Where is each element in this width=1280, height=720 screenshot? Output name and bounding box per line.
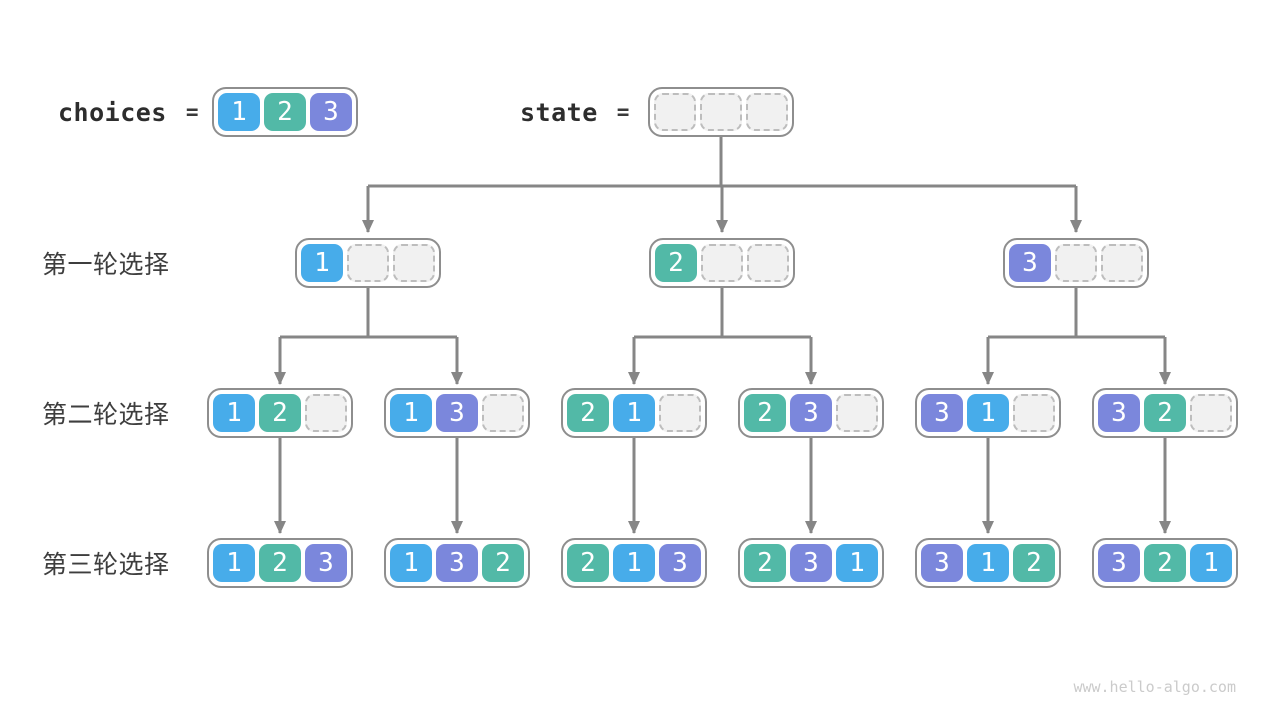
state-node-round1-1: 1 [295,238,441,288]
state-node-round1-3: 3 [1003,238,1149,288]
state-array [648,87,794,137]
choice-cell-1: 1 [967,544,1009,582]
empty-cell [747,244,789,282]
empty-cell [1055,244,1097,282]
choices-label: choices [58,97,167,127]
empty-cell [836,394,878,432]
choice-cell-1: 1 [301,244,343,282]
choice-cell-2: 2 [259,394,301,432]
empty-cell [305,394,347,432]
choice-cell-2: 2 [482,544,524,582]
choice-cell-3: 3 [790,544,832,582]
empty-cell [1190,394,1232,432]
choice-cell-1: 1 [1190,544,1232,582]
choice-cell-3: 3 [436,394,478,432]
choice-cell-3: 3 [436,544,478,582]
choice-cell-1: 1 [213,544,255,582]
empty-cell [654,93,696,131]
empty-cell [659,394,701,432]
choice-cell-2: 2 [1013,544,1055,582]
choice-cell-1: 1 [218,93,260,131]
choices-equals-sign: = [185,100,199,124]
state-node-round1-2: 2 [649,238,795,288]
choice-cell-1: 1 [967,394,1009,432]
choice-cell-3: 3 [1098,544,1140,582]
empty-cell [746,93,788,131]
row-label-round-1: 第一轮选择 [42,251,170,279]
empty-cell [482,394,524,432]
choice-cell-2: 2 [1144,544,1186,582]
choice-cell-2: 2 [567,544,609,582]
choice-cell-2: 2 [259,544,301,582]
choices-expression: choices = [58,87,199,137]
choice-cell-2: 2 [655,244,697,282]
state-equals-sign: = [616,100,630,124]
empty-cell [1013,394,1055,432]
choice-cell-1: 1 [213,394,255,432]
choice-cell-3: 3 [659,544,701,582]
choice-cell-1: 1 [613,394,655,432]
choice-cell-3: 3 [1098,394,1140,432]
choice-cell-1: 1 [613,544,655,582]
state-label: state [520,97,598,127]
choice-cell-2: 2 [744,544,786,582]
choice-cell-3: 3 [305,544,347,582]
row-label-round-3: 第三轮选择 [42,551,170,579]
empty-cell [347,244,389,282]
choice-cell-3: 3 [790,394,832,432]
empty-cell [1101,244,1143,282]
choice-cell-2: 2 [567,394,609,432]
row-label-round-2: 第二轮选择 [42,401,170,429]
choice-cell-2: 2 [744,394,786,432]
choice-cell-1: 1 [836,544,878,582]
empty-cell [700,93,742,131]
choice-cell-1: 1 [390,544,432,582]
choice-cell-3: 3 [1009,244,1051,282]
choice-cell-3: 3 [921,394,963,432]
choice-cell-2: 2 [1144,394,1186,432]
choice-cell-2: 2 [264,93,306,131]
watermark: www.hello-algo.com [1073,678,1236,696]
empty-cell [701,244,743,282]
empty-cell [393,244,435,282]
state-expression: state = [520,87,629,137]
choice-cell-1: 1 [390,394,432,432]
choice-cell-3: 3 [310,93,352,131]
choice-cell-3: 3 [921,544,963,582]
